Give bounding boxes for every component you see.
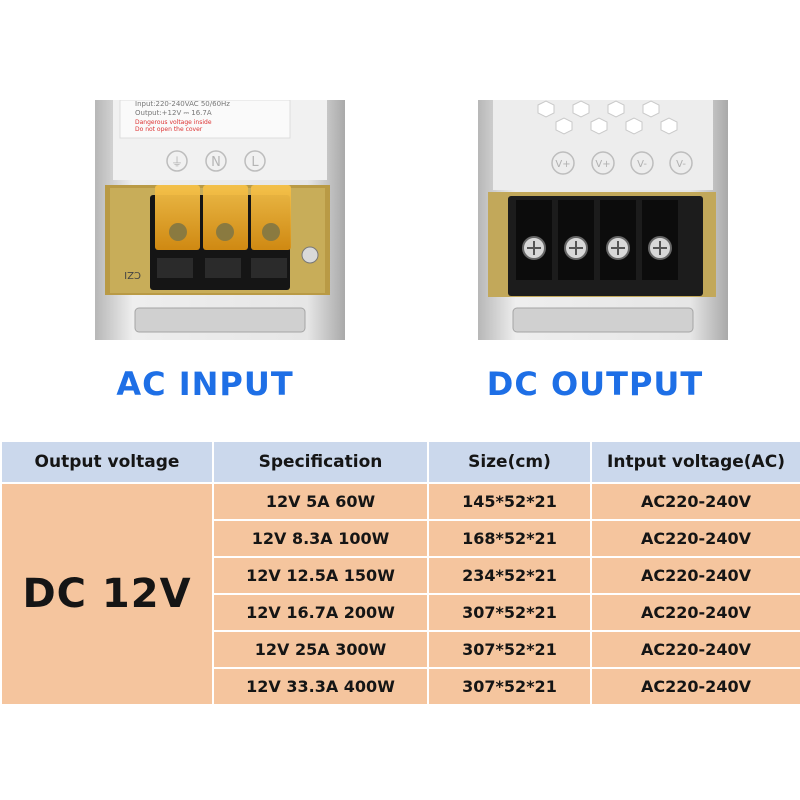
size-cell: 307*52*21 [427, 630, 592, 669]
size-cell: 234*52*21 [427, 556, 592, 595]
size-cell: 307*52*21 [427, 593, 592, 632]
input-voltage-cell: AC220-240V [590, 667, 800, 706]
input-voltage-cell: AC220-240V [590, 630, 800, 669]
ac-label-line-2: Output:+12V ⎓ 16.7A [135, 109, 212, 117]
spec-cell: 12V 12.5A 150W [212, 556, 429, 595]
size-cell: 168*52*21 [427, 519, 592, 558]
dc-terminal-2-label: V+ [595, 159, 610, 170]
size-cell: 307*52*21 [427, 667, 592, 706]
table-row: DC 12V 12V 5A 60W 145*52*21 AC220-240V [0, 482, 800, 706]
specification-table: Output voltage Specification Size(cm) In… [0, 440, 800, 706]
ac-input-photo: Input:220-240VAC 50/60Hz Output:+12V ⎓ 1… [95, 100, 345, 340]
spec-cell: 12V 16.7A 200W [212, 593, 429, 632]
table-row: 12V 33.3A 400W 307*52*21 AC220-240V [1, 667, 800, 706]
input-voltage-cell: AC220-240V [590, 593, 800, 632]
dc-terminal-1-label: V+ [555, 159, 570, 170]
header-specification: Specification [212, 440, 429, 484]
ac-label-line-4: Do not open the cover [135, 126, 203, 133]
ac-label-line-3: Dangerous voltage inside [135, 119, 212, 126]
table-row: 12V 12.5A 150W 234*52*21 AC220-240V [1, 556, 800, 595]
ac-terminal-n-label: N [211, 155, 221, 170]
spec-cell: 12V 33.3A 400W [212, 667, 429, 706]
spec-cell: 12V 5A 60W [212, 482, 429, 521]
spec-cell: 12V 25A 300W [212, 630, 429, 669]
table-header-row: Output voltage Specification Size(cm) In… [0, 440, 800, 484]
dc-terminal-3-label: V- [637, 159, 647, 170]
table-row: 12V 16.7A 200W 307*52*21 AC220-240V [1, 593, 800, 632]
dc-output-caption: DC OUTPUT [486, 365, 704, 403]
ac-terminal-earth-icon: ⏚ [171, 155, 183, 169]
table-row: 12V 25A 300W 307*52*21 AC220-240V [1, 630, 800, 669]
input-voltage-cell: AC220-240V [590, 482, 800, 521]
output-voltage-cell: DC 12V [0, 482, 214, 706]
table-row: 12V 8.3A 100W 168*52*21 AC220-240V [1, 519, 800, 558]
dc-terminal-4-label: V- [676, 159, 686, 170]
spec-cell: 12V 8.3A 100W [212, 519, 429, 558]
ac-terminal-l-label: L [251, 155, 259, 170]
size-cell: 145*52*21 [427, 482, 592, 521]
input-voltage-cell: AC220-240V [590, 519, 800, 558]
input-voltage-cell: AC220-240V [590, 556, 800, 595]
header-output-voltage: Output voltage [0, 440, 214, 484]
dc-output-photo: V+ V+ V- V- [478, 100, 728, 340]
ac-label-line-1: Input:220-240VAC 50/60Hz [135, 100, 230, 108]
header-input-voltage: Intput voltage(AC) [590, 440, 800, 484]
ac-input-caption: AC INPUT [116, 365, 294, 403]
ac-board-mark: CZI [124, 269, 141, 280]
header-size: Size(cm) [427, 440, 592, 484]
